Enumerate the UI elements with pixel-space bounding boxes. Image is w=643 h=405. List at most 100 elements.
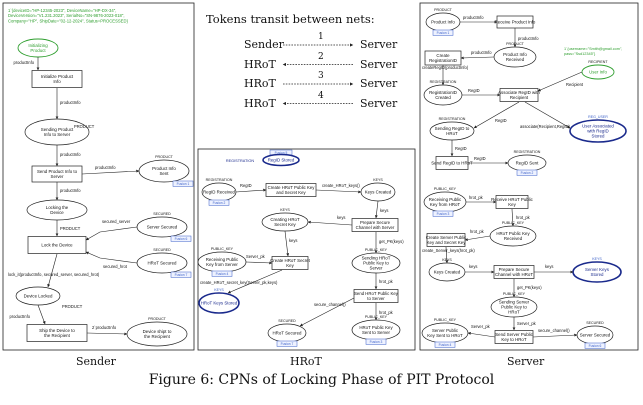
- arc-label: secure_channel(): [314, 302, 346, 307]
- arc: [284, 230, 290, 257]
- arc-label: PRODUCT: [74, 124, 95, 129]
- fusion-tag-label: Fusion 5: [275, 151, 288, 155]
- place-label: Secret Key: [274, 222, 296, 227]
- transition-label: to Server: [367, 296, 385, 301]
- arc-label: productInfo: [60, 188, 81, 193]
- token-row-right: Server: [360, 77, 398, 90]
- colorset-label: REGISTRATION: [206, 178, 233, 182]
- transition-label: Associate RegID with: [498, 90, 540, 95]
- place-label: Sent to Server: [362, 330, 391, 335]
- transition-h_send_pk: [353, 289, 399, 303]
- colorset-label: KEYS: [592, 257, 602, 261]
- place-label: Keys Created: [365, 190, 392, 195]
- place-label: RegID Stored: [268, 158, 295, 163]
- place-label: Received: [504, 236, 523, 241]
- arc-label: secured_hrot: [103, 264, 128, 269]
- arc-label: productInfo: [471, 50, 492, 55]
- arc-label: productInfo: [60, 152, 81, 157]
- fusion-tag-label: Fusion 4: [439, 343, 452, 347]
- place-label: RegistrationID: [429, 90, 457, 95]
- arc-label: Server_pk: [246, 254, 266, 259]
- place-label: Created: [435, 95, 451, 100]
- arc: [467, 331, 496, 338]
- place-label: Stored: [591, 272, 604, 277]
- arc: [511, 208, 515, 227]
- arc: [85, 226, 138, 241]
- arc-label: secured_server: [102, 219, 131, 224]
- arc-label: PRODUCT: [60, 226, 81, 231]
- arc-label: keys: [469, 264, 477, 269]
- arc-label: hrot_pk: [379, 310, 394, 315]
- fusion-tag-label: Fusion 4: [216, 272, 229, 276]
- arc: [37, 304, 46, 325]
- colorset-label: REGISTRATION: [226, 159, 254, 163]
- arc-label: keys: [545, 264, 553, 269]
- colorset-label: PRODUCT: [506, 42, 525, 46]
- transition-label: Receive Product Info: [495, 20, 536, 25]
- colorset-label: PRODUCT: [148, 317, 167, 321]
- fusion-tag-label: Fusion 7: [281, 342, 294, 346]
- fusion-tag: [276, 340, 298, 347]
- fusion-tag-label: Fusion 2: [213, 201, 226, 205]
- fusion-tag: [432, 210, 454, 217]
- place-label: Server Secured: [147, 225, 178, 230]
- transition-label: Send Product Info to: [37, 169, 78, 174]
- transition-label: RegistrationID: [429, 58, 457, 63]
- token-row-number: 4: [318, 90, 324, 101]
- colorset-label: PUBLIC_KEY: [503, 292, 526, 296]
- place-label: Product Info: [503, 52, 527, 57]
- transition-label: Server: [51, 174, 64, 179]
- fusion-tag-label: Fusion 2: [521, 171, 534, 175]
- hrot-panel-border: [197, 148, 416, 351]
- place-label: Product Info: [431, 20, 455, 25]
- place-v_user_assoc: [569, 119, 627, 143]
- arc-label: productInfo: [10, 314, 31, 319]
- arc-label: lock_it(productInfo, secured_server, sec…: [8, 272, 100, 277]
- place-label: Product Info: [152, 166, 176, 171]
- fusion-tag-label: Fusion 7: [175, 273, 188, 277]
- colorset-label: PUBLIC_KEY: [211, 247, 234, 251]
- initial-token: DeviceVersion="V1.231.2023", SerialNo="S…: [8, 13, 125, 18]
- arc-label: RegID: [455, 146, 467, 151]
- place-label: HRoT: [446, 131, 458, 136]
- place-label: Key Sent to HRoT: [427, 333, 463, 338]
- arc-label: productInfo: [60, 100, 81, 105]
- colorset-label: SECURED: [153, 248, 171, 252]
- place-label: Info to Server: [44, 132, 71, 137]
- arc: [307, 220, 353, 226]
- transition-label: Receive HRoT Public: [491, 197, 533, 202]
- fusion-tag: [584, 342, 606, 349]
- colorset-label: SECURED: [278, 319, 296, 323]
- arc-label: PRODUCT: [62, 304, 83, 309]
- place-label: Device shipt to: [143, 329, 172, 334]
- colorset-label: PUBLIC_KEY: [434, 318, 457, 322]
- place-label: Public Key to: [501, 305, 527, 310]
- fusion-tag-label: Fusion 3: [370, 340, 383, 344]
- arc-label: create_HRoT_keys(): [322, 183, 360, 188]
- transition-label: the Recipient: [44, 333, 70, 338]
- transition-label: Key: [508, 202, 516, 207]
- arc: [245, 261, 273, 265]
- arc-label: keys: [380, 208, 388, 213]
- place-h_keys_stored: [198, 292, 240, 314]
- place-label: Stored: [592, 134, 605, 139]
- fusion-tag: [432, 29, 454, 36]
- arc-label: get_PK(keys): [517, 285, 542, 290]
- token-row-left: Sender: [244, 38, 284, 51]
- transition-label: Create: [436, 53, 450, 58]
- arc-label: create_Server_keys(hrot_pk): [422, 248, 475, 253]
- arc-label: hrot_pk: [469, 195, 484, 200]
- place-label: HRoT Secured: [273, 331, 303, 336]
- transition-label: Send RegID to HRoT: [431, 161, 473, 166]
- colorset-label: PUBLIC_KEY: [502, 221, 525, 225]
- arc-label: create_HRoT_secret_key(Server_pk,keys): [200, 280, 278, 285]
- arc: [532, 333, 578, 338]
- colorset-label: SECURED: [153, 212, 171, 216]
- token-row-number: 2: [318, 51, 324, 62]
- fusion-tag-label: Fusion 3: [437, 212, 450, 216]
- place-label: Device Locked: [24, 294, 53, 299]
- transition-label: Create HRoT Public Key: [268, 185, 316, 190]
- fusion-tag-label: Fusion 1: [437, 31, 450, 35]
